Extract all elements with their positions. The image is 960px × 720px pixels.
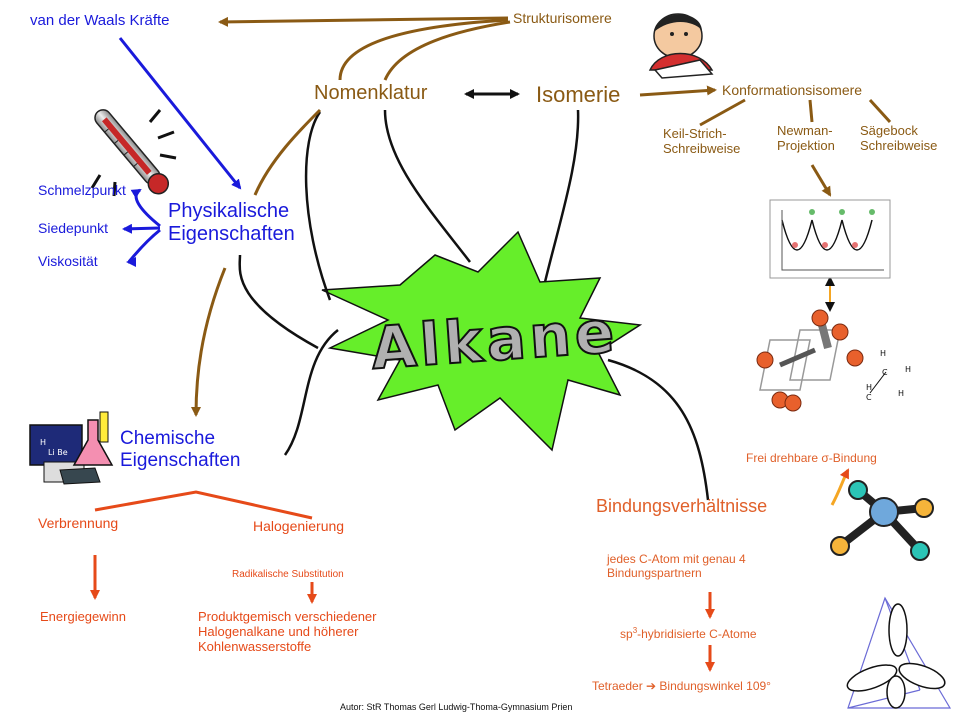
- vdw-phys-arrow: [118, 37, 242, 190]
- bindung-frei-arrow: [830, 468, 850, 506]
- newman-label: Newman- Projektion: [777, 123, 835, 153]
- phys-schmelz: [130, 188, 161, 228]
- connector-nomenklatur-top: [338, 18, 509, 81]
- svg-text:H: H: [40, 438, 46, 447]
- isomerie-label: Isomerie: [536, 82, 621, 107]
- svg-text:H: H: [880, 349, 886, 358]
- alkane-star: [321, 230, 643, 452]
- connector-star-bindung: [607, 358, 710, 501]
- chem-label: Chemische Eigenschaften: [120, 428, 241, 471]
- phys-siede: [122, 223, 161, 234]
- jedes-c-label: jedes C-Atom mit genau 4 Bindungspartner…: [607, 552, 746, 580]
- tetraeder-label: Tetraeder ➔ Bindungswinkel 109°: [592, 679, 771, 694]
- energiegewinn-label: Energiegewinn: [40, 609, 127, 624]
- sp3-label: sp3-hybridisierte C-Atome: [620, 626, 757, 642]
- frei-label: Frei drehbare σ-Bindung: [746, 451, 877, 465]
- produktgemisch-label: Produktgemisch verschiedener Halogenalka…: [198, 609, 377, 654]
- strukturisomere-label: Strukturisomere: [513, 10, 612, 26]
- connector-star-chem: [283, 329, 339, 456]
- radikalische-label: Radikalische Substitution: [232, 569, 344, 580]
- siedepunkt-label: Siedepunkt: [38, 220, 109, 236]
- connector-star-phys: [304, 111, 332, 301]
- halogenierung-label: Halogenierung: [253, 518, 345, 534]
- viskositaet-label: Viskosität: [38, 253, 98, 269]
- connector-to-vdw: [218, 16, 509, 27]
- heat-lines-icon: [90, 109, 177, 197]
- connector-star-isomerie2: [543, 109, 580, 283]
- tetraeder-b: Bindungswinkel 109°: [656, 679, 771, 693]
- keil-strich-label: Keil-Strich- Schreibweise: [663, 126, 741, 156]
- verbrennung-label: Verbrennung: [38, 515, 119, 531]
- saegebock-label: Sägebock Schreibweise: [860, 123, 938, 153]
- phys-visko: [126, 228, 161, 267]
- connector-phys-nomenklatur: [253, 108, 322, 196]
- sp3-pre: sp: [620, 627, 633, 641]
- chem-fork: [94, 490, 313, 520]
- lab-flask-icon: H Li Be: [29, 411, 114, 485]
- phys-label: Physikalische Eigenschaften: [168, 200, 295, 245]
- schmelzpunkt-label: Schmelzpunkt: [38, 182, 126, 198]
- ball-stick-icon: [830, 480, 934, 561]
- student-reading-icon: [648, 13, 714, 79]
- nomenklatur-label: Nomenklatur: [314, 82, 428, 104]
- tetrahedral-orbital-icon: [846, 596, 952, 709]
- svg-text:H: H: [898, 389, 904, 398]
- energy-diagram-icon: [769, 199, 891, 279]
- molecule-model-icon: [756, 309, 864, 412]
- svg-text:H: H: [866, 383, 872, 392]
- thermometer-icon: [94, 109, 170, 195]
- connector-star-nomenklatur: [238, 254, 319, 350]
- tetraeder-a: Tetraeder: [592, 679, 647, 693]
- svg-text:C: C: [866, 393, 872, 402]
- connector-isomerie-top: [383, 20, 511, 81]
- svg-text:H: H: [905, 365, 911, 374]
- konformationsisomere-label: Konformationsisomere: [722, 82, 863, 98]
- connector-star-isomerie: [383, 109, 471, 263]
- svg-text:Li Be: Li Be: [48, 448, 68, 457]
- connector-konform-saege: [868, 98, 892, 124]
- sp3-sup: 3: [632, 626, 638, 635]
- autor-label: Autor: StR Thomas Gerl Ludwig-Thoma-Gymn…: [340, 702, 573, 712]
- connector-to-konform: [639, 85, 717, 97]
- vdw-label: van der Waals Kräfte: [30, 12, 170, 29]
- connector-konform-newman: [808, 99, 814, 123]
- connector-konform-keil: [699, 98, 746, 127]
- connector-newman-plot: [810, 164, 832, 197]
- connector-to-chem: [191, 267, 227, 417]
- arrow-right-icon: ➔: [646, 679, 657, 693]
- sp3-post: -hybridisierte C-Atome: [637, 627, 757, 641]
- bindung-label: Bindungsverhältnisse: [596, 496, 768, 516]
